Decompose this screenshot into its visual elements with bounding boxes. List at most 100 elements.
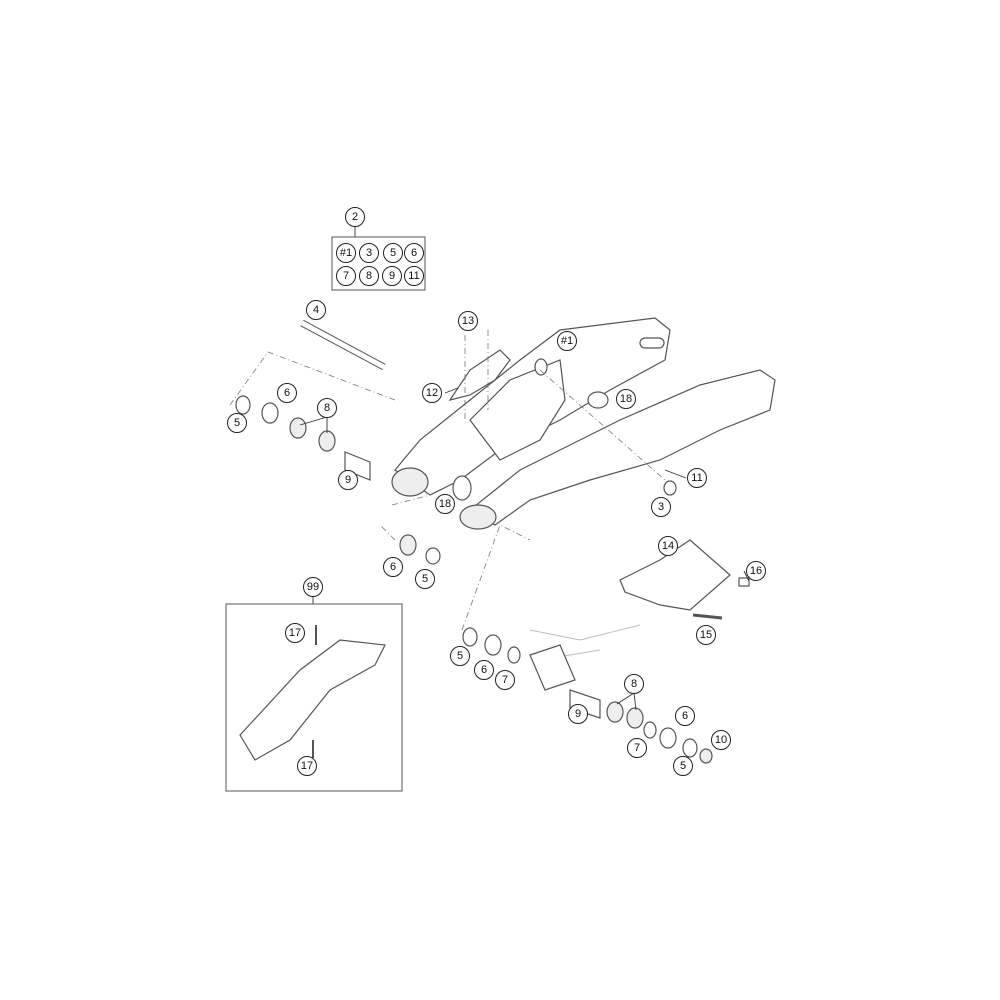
assembly-line — [461, 524, 531, 631]
callout-circle — [382, 266, 402, 286]
callout-circle — [285, 623, 305, 643]
callout-circle — [422, 383, 442, 403]
assembly-line — [379, 494, 431, 541]
callout-circle — [338, 470, 358, 490]
callout-part-no1: #1 — [557, 331, 577, 351]
callout-circle — [435, 494, 455, 514]
callout-part-7: 7 — [627, 738, 647, 758]
callout-part-6: 6 — [383, 557, 403, 577]
callout-circle — [359, 266, 379, 286]
callout-part-5: 5 — [415, 569, 435, 589]
callout-circle — [336, 243, 356, 263]
callout-part-9: 9 — [568, 704, 588, 724]
kit-item: 8 — [359, 266, 379, 286]
callout-label: 13 — [462, 315, 474, 327]
chain-slider — [239, 639, 386, 761]
kit-item: 6 — [404, 243, 424, 263]
callout-circle — [675, 706, 695, 726]
callout-circle — [616, 389, 636, 409]
callout-part-10: 10 — [711, 730, 731, 750]
callout-label: 11 — [408, 270, 419, 282]
callout-circle — [651, 497, 671, 517]
callout-part-13: 13 — [458, 311, 478, 331]
callout-label: 9 — [389, 270, 395, 282]
leader-lines — [299, 387, 750, 711]
callout-circle — [345, 207, 365, 227]
callout-circle — [415, 569, 435, 589]
assembly-line — [464, 330, 489, 420]
callout-label: 9 — [575, 708, 581, 720]
callout-circle — [359, 243, 379, 263]
kit-box — [331, 236, 426, 291]
bearing-parts-right — [462, 624, 713, 764]
callout-label: 7 — [343, 270, 349, 282]
callout-label: 6 — [481, 664, 487, 676]
callout-label: 15 — [700, 629, 712, 641]
callout-label: 17 — [301, 760, 313, 772]
callout-circle — [557, 331, 577, 351]
callout-circle — [627, 738, 647, 758]
callout-circle — [404, 243, 424, 263]
callout-label: 6 — [411, 247, 417, 259]
callout-part-7: 7 — [495, 670, 515, 690]
callout-label: 16 — [750, 565, 762, 577]
callout-group: 99 — [303, 577, 323, 597]
callout-part-15: 15 — [696, 625, 716, 645]
callout-circle — [568, 704, 588, 724]
callout-label: 5 — [457, 650, 463, 662]
callout-circle — [687, 468, 707, 488]
callout-part-9: 9 — [338, 470, 358, 490]
callout-part-6: 6 — [474, 660, 494, 680]
callout-part-5: 5 — [227, 413, 247, 433]
callout-label: 8 — [631, 678, 637, 690]
callout-label: #1 — [340, 247, 352, 259]
bearing-parts-left — [235, 395, 677, 565]
kit-item: 7 — [336, 266, 356, 286]
kit-item: 9 — [382, 266, 402, 286]
callout-circle — [696, 625, 716, 645]
callout-label: 2 — [352, 211, 358, 223]
callout-circle — [317, 398, 337, 418]
callout-part-6: 6 — [675, 706, 695, 726]
callout-label: 18 — [439, 498, 451, 510]
callout-label: 14 — [662, 540, 674, 552]
callout-part-5: 5 — [450, 646, 470, 666]
callout-label: 5 — [422, 573, 428, 585]
callout-label: 17 — [289, 627, 301, 639]
chain-guide — [619, 539, 731, 611]
callout-circle — [297, 756, 317, 776]
kit-item: 11 — [404, 266, 424, 286]
callout-part-5: 5 — [673, 756, 693, 776]
callout-circle — [458, 311, 478, 331]
callout-label: 3 — [366, 247, 372, 259]
callout-circle — [450, 646, 470, 666]
callout-label: 3 — [658, 501, 664, 513]
callout-label: 8 — [324, 402, 330, 414]
callout-circle — [306, 300, 326, 320]
callout-circle — [624, 674, 644, 694]
callout-part-17: 17 — [297, 756, 317, 776]
nut-16 — [738, 577, 750, 587]
swingarm — [391, 317, 776, 530]
kit-item: 3 — [359, 243, 379, 263]
callout-label: 5 — [680, 760, 686, 772]
callout-label: 18 — [620, 393, 632, 405]
callout-circle — [277, 383, 297, 403]
callout-label: 99 — [307, 581, 319, 593]
callout-label: 7 — [502, 674, 508, 686]
callout-circle — [404, 266, 424, 286]
callout-label: 12 — [426, 387, 438, 399]
callout-part-17: 17 — [285, 623, 305, 643]
callout-label: 6 — [284, 387, 290, 399]
callout-label: 8 — [366, 270, 372, 282]
callout-label: 5 — [390, 247, 396, 259]
callout-part-11: 11 — [687, 468, 707, 488]
callout-part-16: 16 — [746, 561, 766, 581]
callout-part-14: 14 — [658, 536, 678, 556]
chain-guide-group-box — [225, 603, 403, 792]
callout-circle — [336, 266, 356, 286]
callout-part-8: 8 — [624, 674, 644, 694]
callout-part-6: 6 — [277, 383, 297, 403]
callout-part-3: 3 — [651, 497, 671, 517]
assembly-line — [539, 369, 666, 481]
